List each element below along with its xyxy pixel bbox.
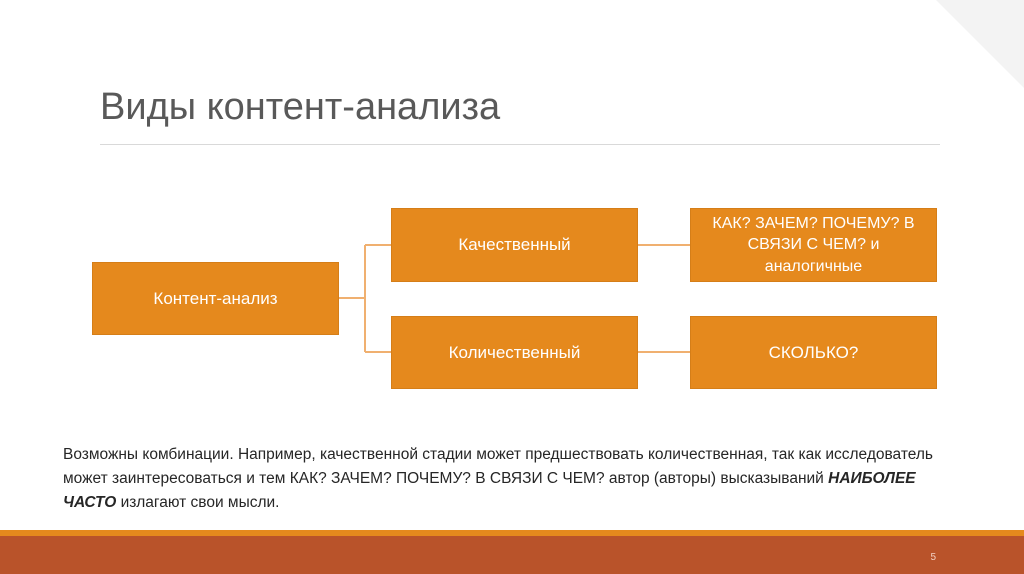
quantitative-box: Количественный [391,316,638,389]
body-text-part1: Возможны комбинации. Например, качествен… [63,446,933,487]
quantitative-label: Количественный [448,342,581,362]
qualitative-label: Качественный [458,235,571,254]
body-paragraph: Возможны комбинации. Например, качествен… [63,443,963,515]
slide-title: Виды контент-анализа [100,86,501,128]
body-text-part2: излагают свои мысли. [116,494,280,511]
qualitative-box: Качественный [391,208,638,282]
page-number: 5 [930,552,936,563]
corner-decoration [936,0,1024,88]
footer-accent-bar [0,530,1024,536]
footer-bar [0,536,1024,574]
qualitative-questions-box: КАК? ЗАЧЕМ? ПОЧЕМУ? В СВЯЗИ С ЧЕМ? и ана… [690,208,937,282]
title-divider [100,144,940,145]
qualitative-questions-label: КАК? ЗАЧЕМ? ПОЧЕМУ? В СВЯЗИ С ЧЕМ? и ана… [712,214,915,275]
quantitative-question-box: СКОЛЬКО? [690,316,937,389]
quantitative-question-label: СКОЛЬКО? [768,342,859,362]
content-analysis-label: Контент-анализ [153,288,278,308]
content-analysis-box: Контент-анализ [92,262,339,335]
body-text-emphasis: НАИБОЛЕЕ ЧАСТО [63,470,916,511]
